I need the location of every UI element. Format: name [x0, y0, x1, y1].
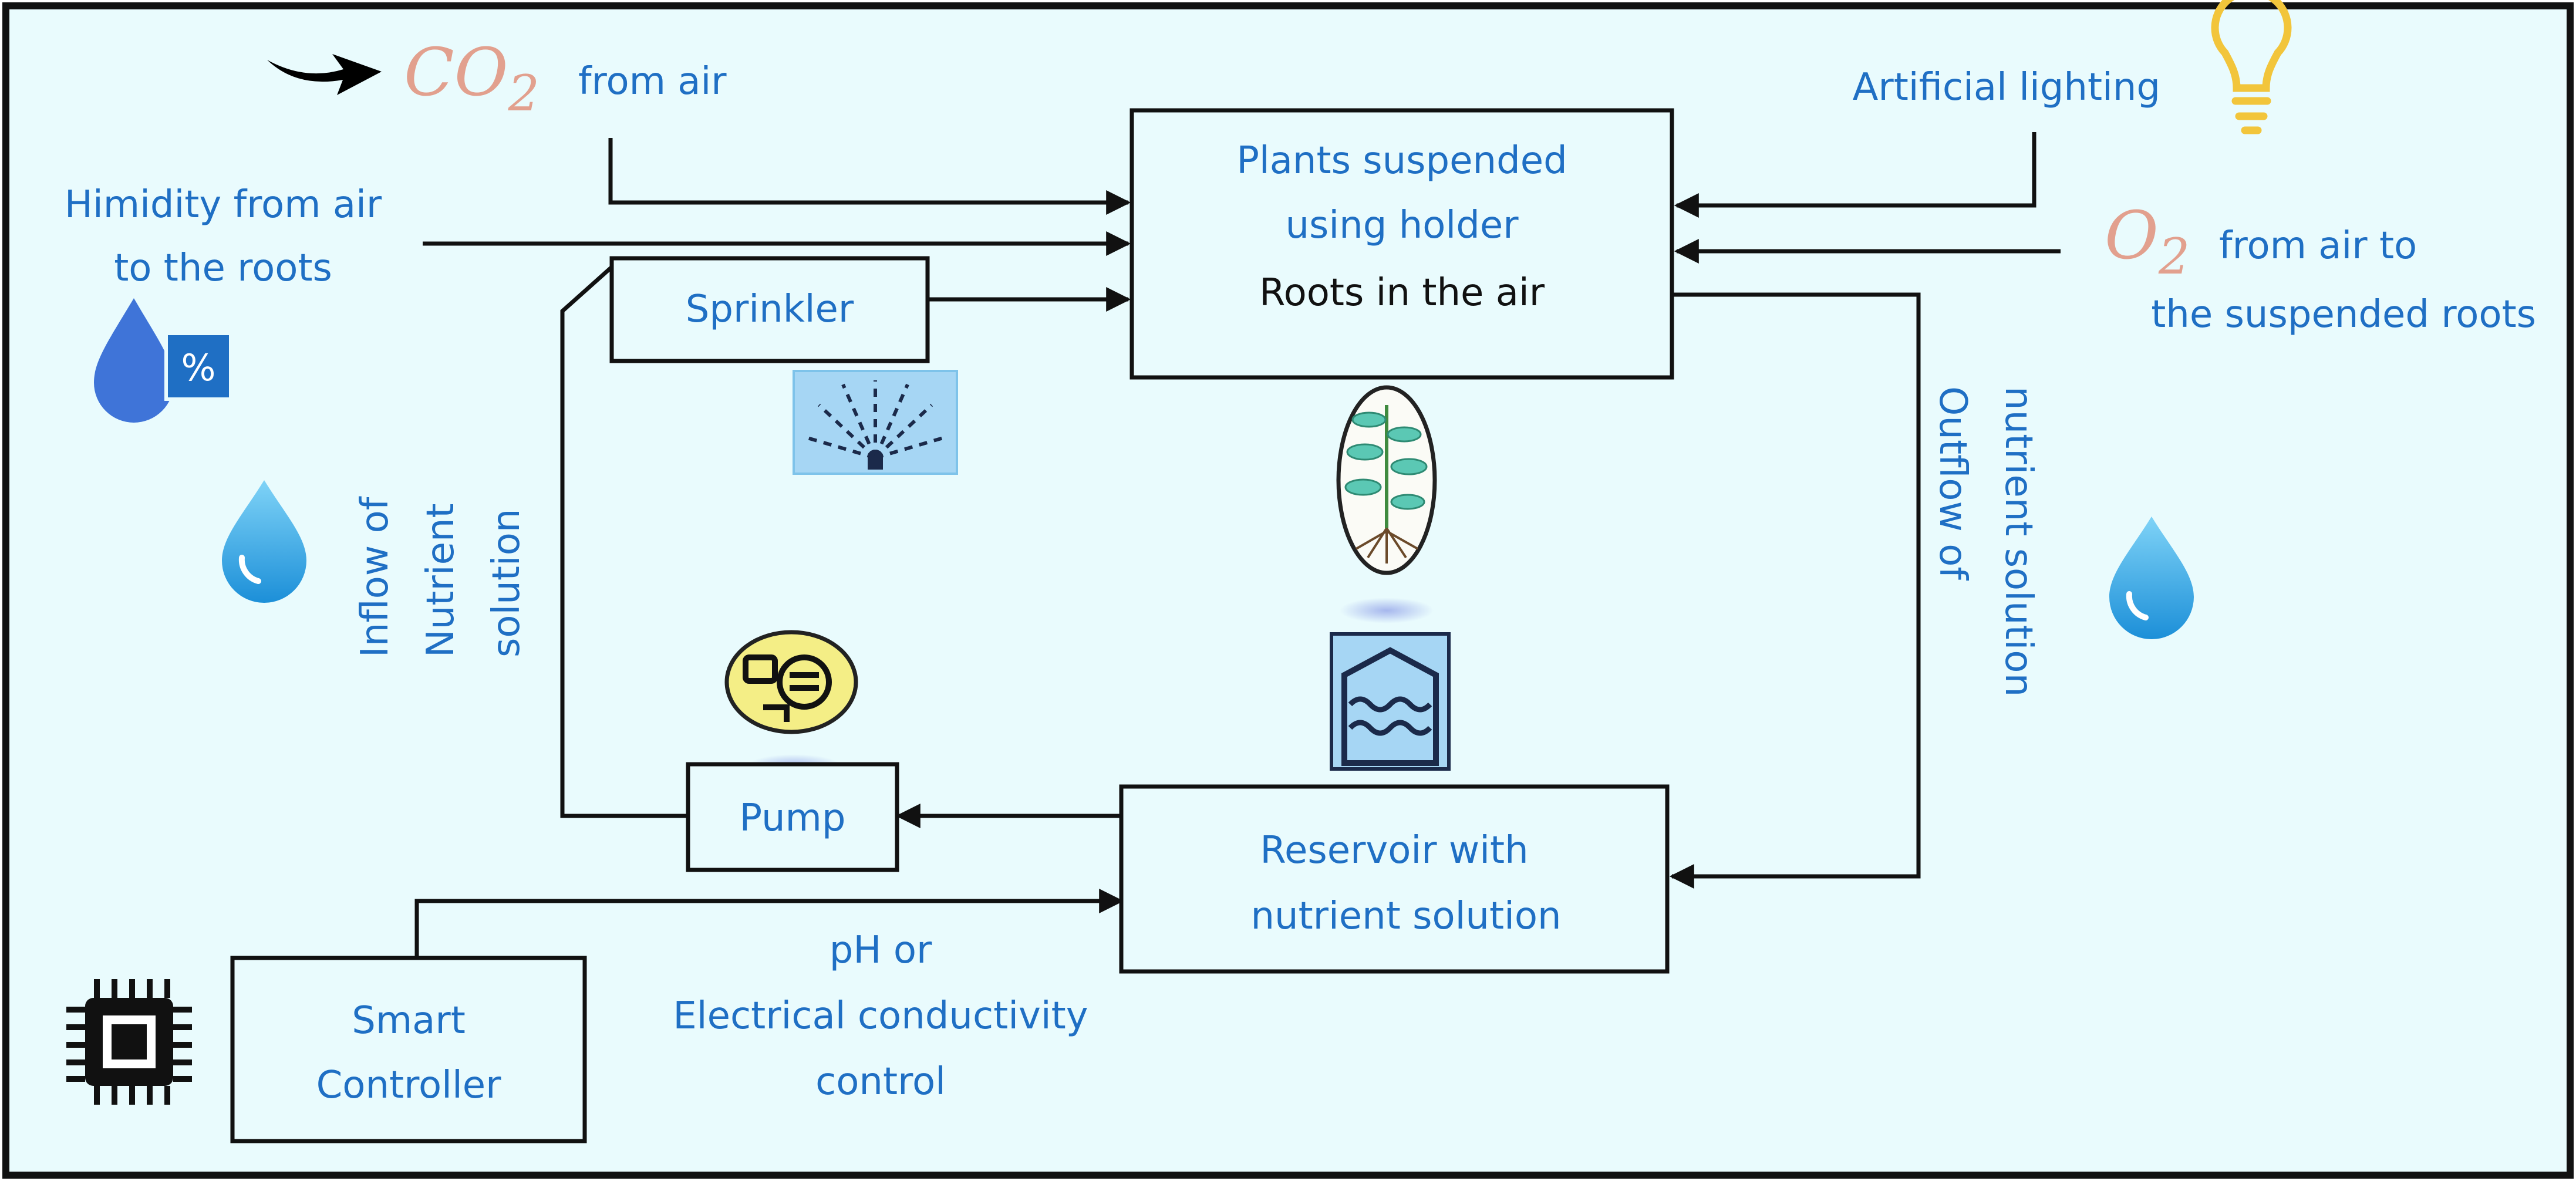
pump-box: Pump [686, 762, 899, 872]
co2-label: from air [578, 60, 727, 103]
control-label-line2: Electrical conductivity [673, 994, 1088, 1038]
humidity-label-line2: to the roots [114, 247, 332, 290]
lighting-label: Artificial lighting [1853, 66, 2160, 109]
svg-text:CO2: CO2 [404, 35, 540, 122]
water-drop-icon [222, 480, 306, 603]
lighting-source: Artificial lighting [1853, 0, 2292, 134]
plant-roots-icon [1336, 385, 1437, 575]
o2-source: O2 from air to the suspended roots [2105, 198, 2536, 336]
controller-box: Smart Controller [230, 956, 587, 1143]
plants-label-line3: Roots in the air [1259, 271, 1545, 315]
o2-subscript: 2 [2158, 228, 2190, 285]
o2-label-line2: the suspended roots [2151, 293, 2536, 336]
water-drop-icon [2109, 517, 2194, 639]
humidity-label-line1: Himidity from air [65, 183, 382, 227]
arrow-right-icon [267, 54, 382, 95]
control-label-line3: control [815, 1060, 946, 1104]
reservoir-box: Reservoir with nutrient solution [1119, 784, 1670, 974]
pump-label: Pump [740, 797, 846, 840]
o2-formula: O [2105, 198, 2159, 274]
o2-label-line1: from air to [2219, 224, 2417, 268]
reservoir-label-line1: Reservoir with [1260, 829, 1528, 872]
controller-label-line2: Controller [316, 1064, 502, 1107]
inflow-label-line1: Inflow of [353, 496, 397, 657]
controller-label-line1: Smart [352, 999, 466, 1042]
inflow-label: Inflow of Nutrient solution [353, 496, 528, 657]
connectors [414, 132, 2061, 957]
svg-text:O2: O2 [2105, 198, 2190, 285]
outflow-label: Outflow of nutrient solution [1931, 386, 2040, 697]
co2-to-plants-arrow [608, 138, 1131, 215]
co2-source: CO2 from air [267, 35, 727, 122]
chip-icon [66, 979, 192, 1105]
outflow-arrow [1669, 292, 1921, 889]
controller-to-reservoir-arrow [414, 889, 1124, 957]
inflow-label-line3: solution [485, 509, 528, 657]
plants-label-line2: using holder [1285, 204, 1519, 247]
sprinkler-icon [793, 370, 958, 475]
co2-subscript: 2 [508, 65, 540, 122]
control-label-line1: pH or [830, 929, 932, 972]
reservoir-tank-icon [1330, 598, 1451, 771]
sprinkler-label: Sprinkler [686, 288, 854, 331]
plants-box: Plants suspended using holder Roots in t… [1129, 108, 1674, 380]
outflow-label-line2: nutrient solution [1997, 386, 2040, 697]
humidity-source: Himidity from air to the roots % [65, 183, 382, 423]
plants-label-line1: Plants suspended [1236, 139, 1567, 183]
inflow-label-line2: Nutrient [419, 503, 463, 657]
inflow-line [560, 265, 688, 818]
sprinkler-box: Sprinkler [609, 256, 930, 363]
humidity-drop-icon: % [94, 298, 232, 423]
co2-formula: CO [404, 35, 508, 111]
control-label: pH or Electrical conductivity control [673, 929, 1088, 1104]
humidity-badge: % [181, 346, 216, 389]
lighting-to-plants-arrow [1674, 132, 2036, 218]
light-bulb-icon [2211, 0, 2292, 134]
outflow-label-line1: Outflow of [1931, 386, 1974, 581]
reservoir-label-line2: nutrient solution [1250, 895, 1561, 938]
